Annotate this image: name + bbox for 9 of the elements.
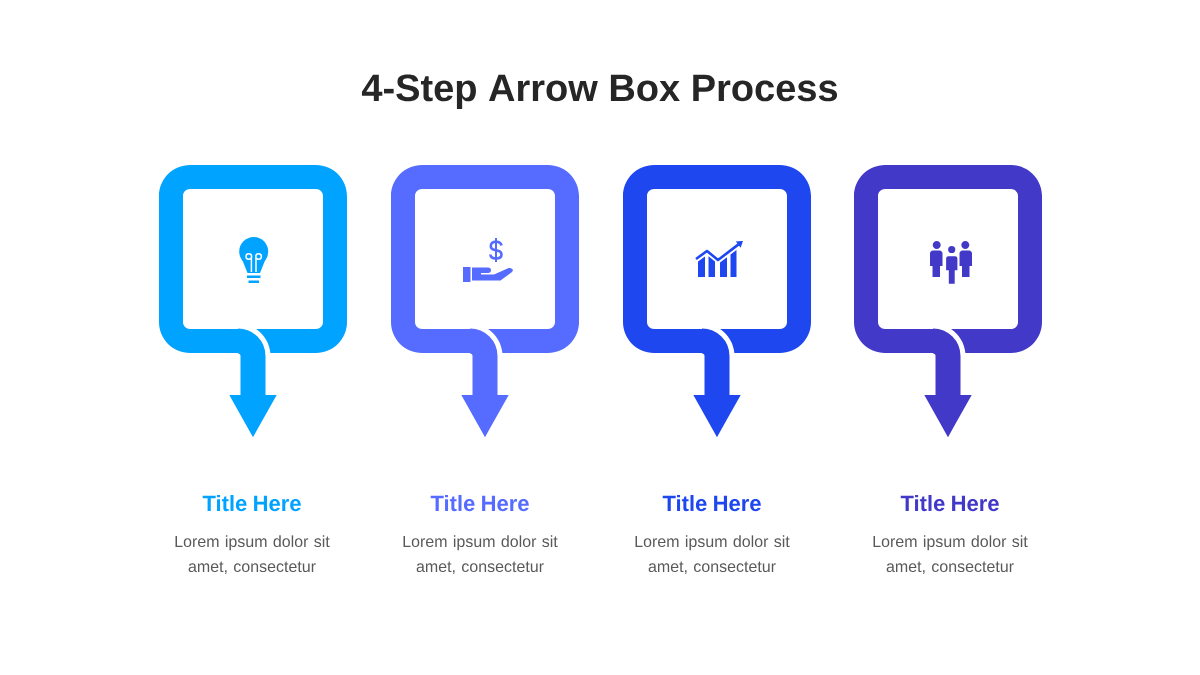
- step-description: Lorem ipsum dolor sit amet, consectetur: [403, 535, 558, 574]
- step-description: Lorem ipsum dolor sit amet, consectetur: [175, 535, 330, 574]
- title: 4-Step Arrow Box Process: [361, 74, 837, 109]
- step-title: Title Here: [202, 495, 301, 512]
- step-title: Title Here: [430, 495, 529, 512]
- step-title: Title Here: [662, 495, 761, 512]
- step-title: Title Here: [900, 495, 999, 512]
- step-description: Lorem ipsum dolor sit amet, consectetur: [873, 535, 1028, 574]
- step-description: Lorem ipsum dolor sit amet, consectetur: [635, 535, 790, 574]
